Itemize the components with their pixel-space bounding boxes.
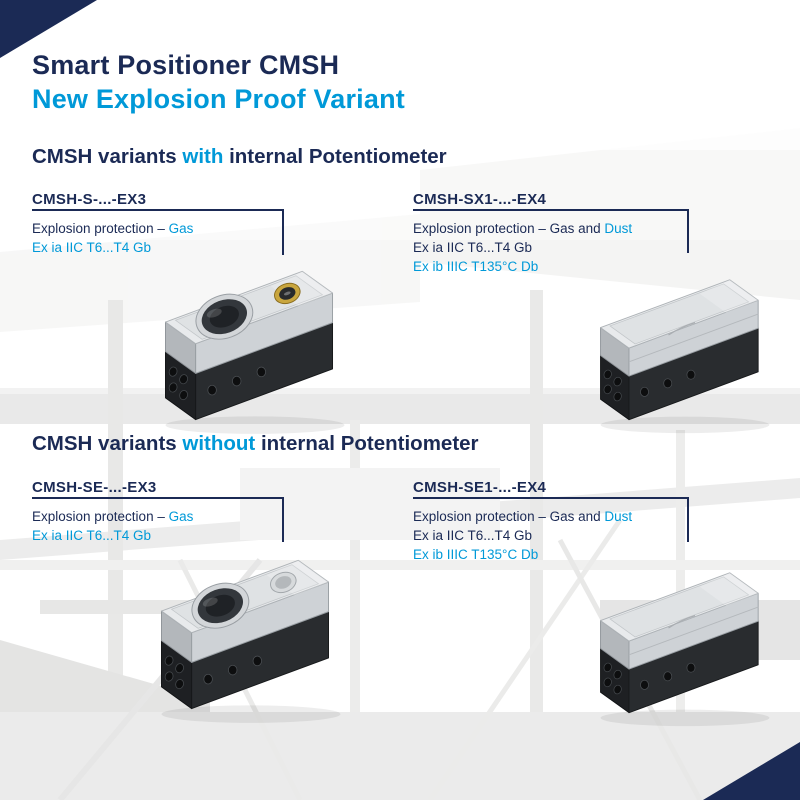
section1-heading-post: internal Potentiometer — [223, 145, 447, 168]
product4-cert-line-1: Ex ia IIC T6...T4 Gb — [413, 528, 533, 543]
product2-model: CMSH-SX1-...-EX4 — [413, 191, 547, 208]
product4-protection-line: Explosion protection – Gas and Dust — [413, 509, 632, 524]
section2-heading: CMSH variants without internal Potentiom… — [32, 432, 479, 456]
section1-heading-pre: CMSH variants — [32, 145, 183, 168]
product4-cert-line-2: Ex ib IIIC T135°C Db — [413, 547, 539, 562]
product2-protection-highlight: Dust — [604, 221, 633, 236]
section2-heading-highlight: without — [182, 432, 256, 455]
product4-image — [600, 572, 770, 727]
product1-leader-line-vertical — [282, 209, 284, 255]
section2-heading-post: internal Potentiometer — [255, 432, 479, 455]
product2-leader-line-horizontal — [413, 209, 689, 211]
product3-protection-line: Explosion protection – Gas — [32, 509, 193, 524]
product2-image — [600, 279, 770, 434]
product2-protection-line: Explosion protection – Gas and Dust — [413, 221, 632, 236]
page-subtitle: New Explosion Proof Variant — [32, 84, 405, 114]
product1-protection-prefix: Explosion protection – — [32, 221, 169, 236]
product2-cert-line-2: Ex ib IIIC T135°C Db — [413, 259, 539, 274]
product1-model: CMSH-S-...-EX3 — [32, 191, 147, 208]
product4-model: CMSH-SE1-...-EX4 — [413, 479, 547, 496]
product3-image — [161, 559, 341, 724]
product1-cert-line-1: Ex ia IIC T6...T4 Gb — [32, 240, 152, 255]
page-title: Smart Positioner CMSH — [32, 50, 340, 80]
product3-leader-line-horizontal — [32, 497, 284, 499]
product1-leader-line-horizontal — [32, 209, 284, 211]
product2-cert-line-1: Ex ia IIC T6...T4 Gb — [413, 240, 533, 255]
product2-protection-prefix: Explosion protection – Gas and — [413, 221, 605, 236]
product3-cert-line-1: Ex ia IIC T6...T4 Gb — [32, 528, 152, 543]
product3-protection-prefix: Explosion protection – — [32, 509, 169, 524]
product1-image — [165, 270, 345, 435]
product1-protection-line: Explosion protection – Gas — [32, 221, 193, 236]
product4-protection-highlight: Dust — [604, 509, 633, 524]
section1-heading-highlight: with — [182, 145, 224, 168]
product2-leader-line-vertical — [687, 209, 689, 253]
product1-protection-highlight: Gas — [168, 221, 194, 236]
product3-protection-highlight: Gas — [168, 509, 194, 524]
section2-heading-pre: CMSH variants — [32, 432, 183, 455]
product3-leader-line-vertical — [282, 497, 284, 542]
product4-leader-line-vertical — [687, 497, 689, 542]
product4-leader-line-horizontal — [413, 497, 689, 499]
product4-protection-prefix: Explosion protection – Gas and — [413, 509, 605, 524]
section1-heading: CMSH variants with internal Potentiomete… — [32, 145, 447, 169]
product3-model: CMSH-SE-...-EX3 — [32, 479, 157, 496]
